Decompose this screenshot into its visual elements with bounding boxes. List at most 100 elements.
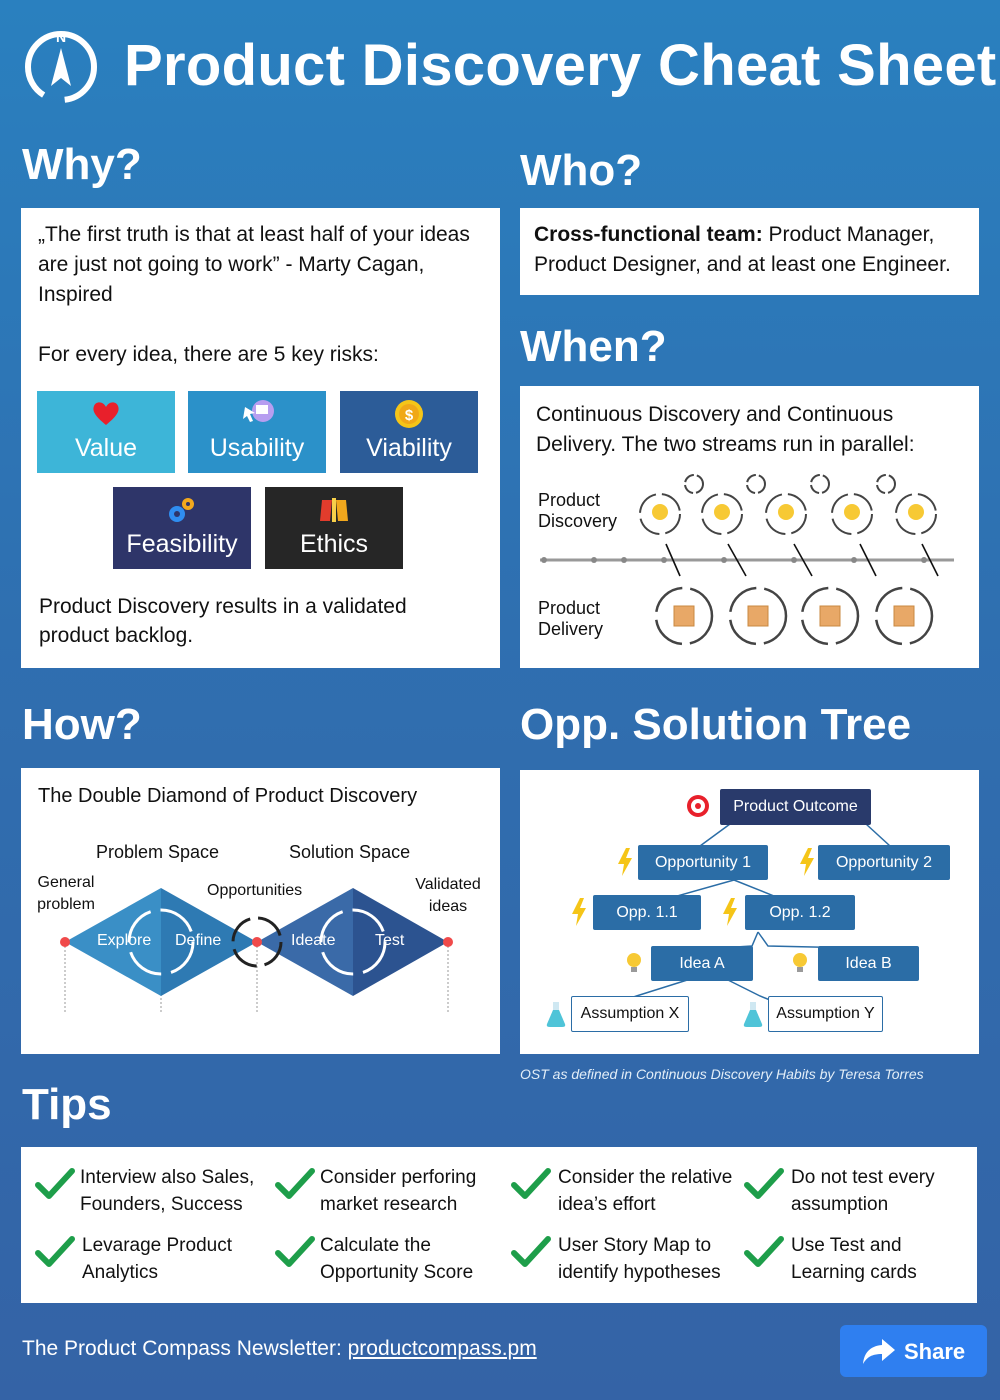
- who-bold: Cross-functional team:: [534, 223, 763, 246]
- handoff-arrows: [665, 543, 939, 577]
- ost-caption: OST as defined in Continuous Discovery H…: [520, 1066, 924, 1082]
- node-idea-a: Idea A: [651, 946, 753, 981]
- end-dot: [443, 937, 453, 947]
- general-problem-label: General problem: [37, 874, 95, 913]
- bolt-icon: [723, 898, 737, 926]
- scales-icon: [265, 495, 403, 523]
- risk-viability: $ Viability: [340, 391, 478, 473]
- target-icon: [686, 794, 710, 818]
- newsletter-link[interactable]: productcompass.pm: [347, 1337, 537, 1360]
- check-icon: [275, 1167, 315, 1201]
- tips-card: Interview also Sales, Founders, Success …: [21, 1147, 977, 1303]
- node-idea-b: Idea B: [818, 946, 919, 981]
- tips-heading: Tips: [22, 1080, 112, 1129]
- tip-item: Do not test every assumption: [791, 1167, 935, 1215]
- who-rest: Product Manager, Product Designer, and a…: [534, 223, 951, 276]
- discovery-loops: [639, 474, 937, 535]
- explore-shape: [65, 888, 161, 996]
- how-subtitle: The Double Diamond of Product Discovery: [38, 785, 418, 807]
- tip-item: Consider the relative idea’s effort: [558, 1167, 733, 1215]
- footer-text: The Product Compass Newsletter: productc…: [22, 1337, 537, 1361]
- check-icon: [744, 1235, 784, 1269]
- how-card: The Double Diamond of Product Discovery …: [21, 768, 500, 1054]
- gears-icon: [113, 495, 251, 523]
- ideate-shape: [257, 888, 353, 996]
- coin-icon: $: [340, 399, 478, 428]
- risk-feasibility: Feasibility: [113, 487, 251, 569]
- define-shape: [161, 888, 257, 996]
- delivery-loops: [654, 586, 934, 646]
- share-button[interactable]: Share: [840, 1325, 987, 1377]
- node-opportunity-1: Opportunity 1: [638, 845, 768, 880]
- mid-dot: [252, 937, 262, 947]
- who-text: Cross-functional team: Product Manager, …: [534, 220, 974, 280]
- delivery-label: Product Delivery: [538, 598, 604, 639]
- start-dot: [60, 937, 70, 947]
- test-label: Test: [375, 932, 405, 949]
- compass-icon: N: [25, 29, 97, 103]
- tip-item: Interview also Sales, Founders, Success: [80, 1167, 255, 1215]
- share-label: Share: [904, 1339, 966, 1364]
- test-shape: [353, 888, 448, 996]
- user-click-icon: [188, 399, 326, 427]
- node-assumption-x: Assumption X: [571, 996, 689, 1032]
- risk-value: Value: [37, 391, 175, 473]
- ost-card: Product Outcome Opportunity 1 Opportunit…: [520, 770, 979, 1054]
- check-icon: [511, 1167, 551, 1201]
- when-text: Continuous Discovery and Continuous Deli…: [536, 403, 915, 456]
- why-card: „The first truth is that at least half o…: [21, 208, 500, 668]
- node-opp-1-1: Opp. 1.1: [593, 895, 701, 930]
- check-icon: [744, 1167, 784, 1201]
- tip-item: User Story Map to identify hypotheses: [558, 1235, 721, 1283]
- check-icon: [35, 1235, 75, 1269]
- svg-text:$: $: [405, 407, 414, 424]
- why-quote: „The first truth is that at least half o…: [38, 223, 470, 306]
- heart-icon: [37, 399, 175, 427]
- tip-item: Consider perforing market research: [320, 1167, 477, 1215]
- risk-ethics: Ethics: [265, 487, 403, 569]
- package-icons: [673, 605, 915, 627]
- when-heading: When?: [520, 322, 667, 371]
- svg-text:N: N: [56, 29, 66, 45]
- check-icon: [35, 1167, 75, 1201]
- why-result: Product Discovery results in a validated…: [39, 595, 407, 647]
- share-icon: [862, 1337, 896, 1365]
- ideate-label: Ideate: [291, 932, 336, 949]
- footer-prefix: The Product Compass Newsletter:: [22, 1337, 348, 1360]
- check-icon: [511, 1235, 551, 1269]
- risk-usability: Usability: [188, 391, 326, 473]
- bolt-icon: [572, 898, 586, 926]
- flask-icon: [546, 1002, 566, 1028]
- page-title: Product Discovery Cheat Sheet: [124, 33, 997, 98]
- validated-ideas-label: Validated ideas: [415, 876, 481, 915]
- discovery-label: Product Discovery: [538, 490, 618, 531]
- risks-intro: For every idea, there are 5 key risks:: [38, 343, 379, 366]
- logo: N: [22, 28, 100, 106]
- solution-space-label: Solution Space: [289, 842, 411, 862]
- node-assumption-y: Assumption Y: [768, 996, 883, 1032]
- node-opp-1-2: Opp. 1.2: [745, 895, 855, 930]
- explore-label: Explore: [97, 932, 152, 949]
- lightbulb-icons: [652, 504, 924, 520]
- tip-item: Use Test and Learning cards: [791, 1235, 917, 1283]
- ost-heading: Opp. Solution Tree: [520, 700, 912, 749]
- bolt-icon: [800, 848, 814, 876]
- bolt-icon: [618, 848, 632, 876]
- tip-item: Calculate the Opportunity Score: [320, 1235, 474, 1283]
- when-card: Continuous Discovery and Continuous Deli…: [520, 386, 979, 668]
- flask-icon: [743, 1002, 763, 1028]
- check-icon: [275, 1235, 315, 1269]
- problem-space-label: Problem Space: [96, 842, 220, 862]
- double-diamond-diagram: [60, 888, 453, 1014]
- lightbulb-icon: [792, 952, 808, 974]
- tip-item: Levarage Product Analytics: [82, 1235, 232, 1283]
- define-label: Define: [175, 932, 222, 949]
- opportunities-label: Opportunities: [207, 882, 303, 899]
- lightbulb-icon: [626, 952, 642, 974]
- who-heading: Who?: [520, 146, 643, 195]
- node-opportunity-2: Opportunity 2: [818, 845, 950, 880]
- how-heading: How?: [22, 700, 142, 749]
- who-card: Cross-functional team: Product Manager, …: [520, 208, 979, 295]
- why-heading: Why?: [22, 140, 142, 189]
- node-product-outcome: Product Outcome: [720, 789, 871, 825]
